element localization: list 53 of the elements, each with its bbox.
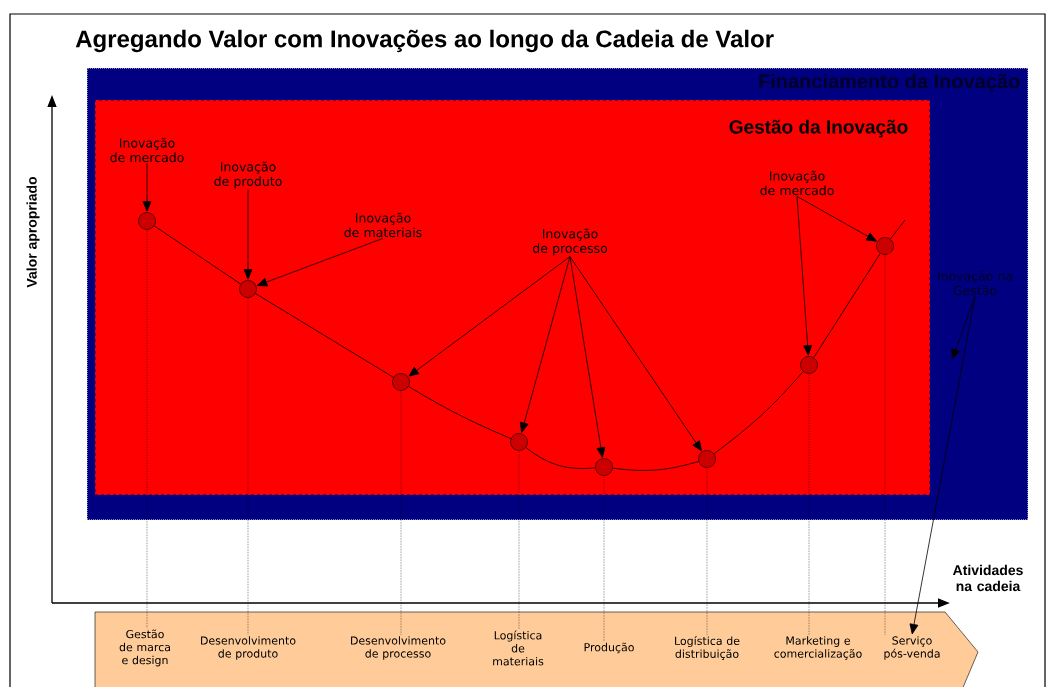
leader-arrow xyxy=(142,163,152,212)
data-point xyxy=(595,458,613,476)
callout-text: Inovação de mercado xyxy=(110,137,184,163)
curve-segment xyxy=(612,461,699,471)
chevron-band xyxy=(94,611,979,687)
data-point xyxy=(392,373,410,391)
leader-arrow xyxy=(408,256,571,377)
curve-segment xyxy=(889,219,906,240)
activity-label: Logística de distribuição xyxy=(675,636,740,660)
data-point xyxy=(510,433,528,451)
leader-arrow xyxy=(796,196,813,356)
data-point xyxy=(876,237,894,255)
activity-label: Gestão de marca e design xyxy=(119,629,170,667)
curve-segment xyxy=(525,447,596,469)
leader-arrow xyxy=(796,196,877,242)
callout-text: Inovação de mercado xyxy=(760,170,834,196)
data-point xyxy=(698,450,716,468)
activity-label: Logística de materiais xyxy=(493,630,544,666)
activity-label: Desenvolvimento de produto xyxy=(201,636,296,660)
axis-label: Valor apropriado xyxy=(26,176,40,288)
guide-line xyxy=(146,229,148,629)
guide-line xyxy=(884,254,886,636)
curve-segment xyxy=(713,371,804,455)
leader-arrow xyxy=(951,296,976,360)
activity-label: Marketing e comercialização xyxy=(774,636,862,660)
curve-segment xyxy=(153,225,242,285)
guide-line xyxy=(400,390,402,636)
title: Agregando Valor com Inovações ao longo da Cadeia de Valor xyxy=(75,29,774,53)
leader-arrow xyxy=(569,256,606,458)
guide-line xyxy=(603,475,605,642)
curve-segment xyxy=(408,386,512,439)
data-point xyxy=(138,212,156,230)
leader-arrow xyxy=(256,238,384,287)
activity-label: Desenvolvimento de processo xyxy=(351,636,446,660)
curve-segment xyxy=(255,293,394,378)
curve-segment xyxy=(813,253,881,358)
activity-label: Produção xyxy=(584,642,634,654)
leader-arrow xyxy=(243,189,253,280)
callout-text: Inovação de produto xyxy=(214,161,282,189)
leader-arrow xyxy=(569,256,702,452)
guide-line xyxy=(706,467,708,636)
leader-arrow xyxy=(519,256,571,433)
leader-arrow xyxy=(909,296,976,635)
guide-line xyxy=(808,373,810,636)
axis-label: Atividades na cadeia xyxy=(952,564,1023,592)
guide-line xyxy=(247,297,249,636)
activity-label: Serviço pós-venda xyxy=(884,636,940,660)
callout-text: Inovação de materiais xyxy=(344,212,422,238)
callout-text: Inovação na Gestão xyxy=(938,270,1012,296)
callout-text: Inovação de processo xyxy=(532,228,608,256)
data-point xyxy=(800,356,818,374)
guide-line xyxy=(518,450,520,630)
data-point xyxy=(239,280,257,298)
